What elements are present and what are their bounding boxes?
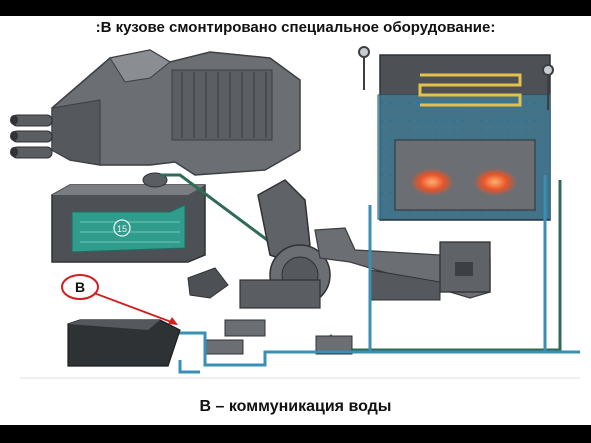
top-black-bar <box>0 0 591 16</box>
bottom-black-bar <box>0 425 591 443</box>
water-heater-boiler <box>358 46 554 221</box>
slide-title: :В кузове смонтировано специальное обору… <box>95 19 496 36</box>
exhaust-duct <box>314 227 491 301</box>
callout-arrow <box>93 292 175 324</box>
heating-coils <box>418 73 522 107</box>
tank-number: 15 <box>117 224 127 234</box>
slide-caption: В – коммуникация воды <box>199 398 392 415</box>
callout-arrowhead <box>168 317 178 325</box>
outlet-nozzles <box>10 114 53 159</box>
water-reservoir <box>67 319 181 367</box>
water-tank: 15 <box>51 172 206 263</box>
water-communication-pipes <box>130 175 580 374</box>
duct-ribbing <box>181 72 267 138</box>
callout-b: В <box>61 274 178 325</box>
tank-number-badge <box>113 219 131 237</box>
callout-b-label: В <box>75 279 85 295</box>
air-duct-assembly <box>10 49 301 176</box>
blower-pump-assembly <box>187 179 353 355</box>
heater-fittings <box>358 46 554 110</box>
burner-flames <box>410 168 517 196</box>
